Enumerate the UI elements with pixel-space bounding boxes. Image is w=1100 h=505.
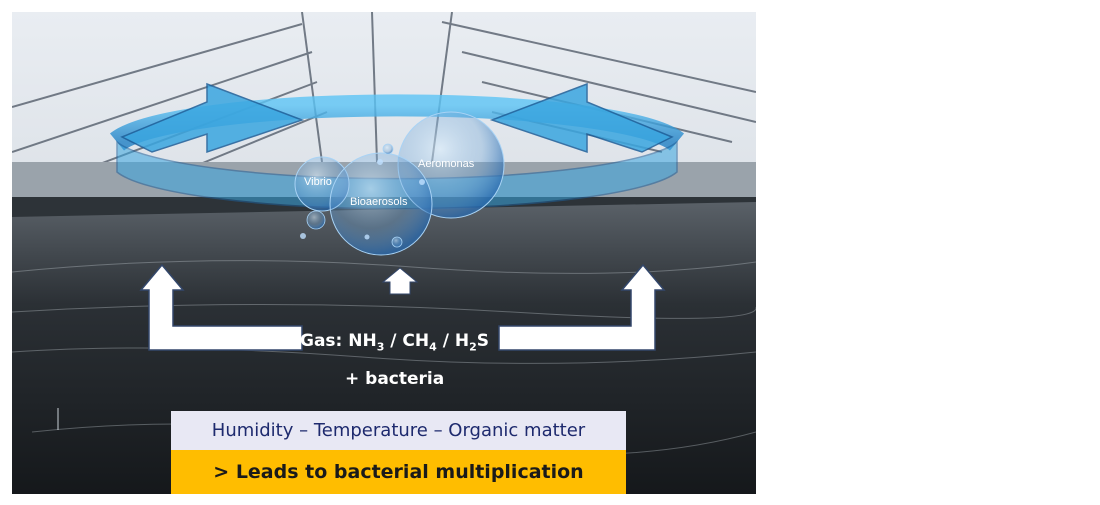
gas-arrow-right — [498, 263, 666, 351]
bioaerosols-bubble — [329, 152, 433, 256]
circulation-arrow-right — [489, 82, 674, 154]
gas-arrow-left — [139, 263, 303, 351]
factors-banner: Humidity – Temperature – Organic matter — [171, 411, 626, 450]
gas-arrow-center — [381, 267, 419, 295]
vibrio-label: Vibrio — [304, 176, 332, 188]
gas-label: Gas: NH3 / CH4 / H2S — [300, 331, 489, 354]
bioaerosols-label: Bioaerosols — [350, 196, 408, 208]
consequence-banner: > Leads to bacterial multiplication — [171, 450, 626, 494]
greenhouse-pond-photo: Vibrio Aeromonas Bioaerosols Gas: NH3 / … — [12, 12, 756, 494]
aeromonas-label: Aeromonas — [418, 158, 475, 170]
circulation-arrow-left — [120, 82, 305, 154]
bacteria-label: + bacteria — [345, 369, 445, 389]
